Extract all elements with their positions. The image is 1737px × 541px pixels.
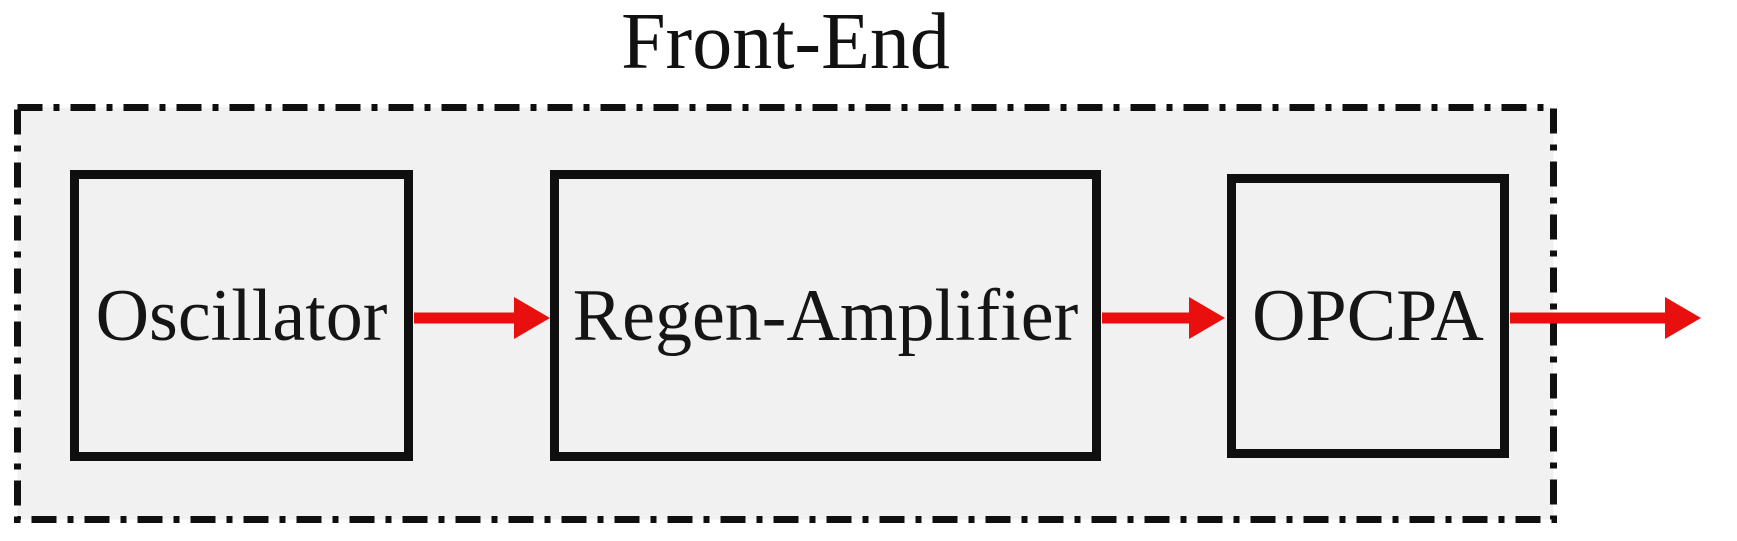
diagram-title: Front-End bbox=[621, 0, 950, 86]
block-regen-amplifier-label: Regen-Amplifier bbox=[572, 274, 1079, 357]
block-oscillator: Oscillator bbox=[70, 170, 413, 461]
block-regen-amplifier: Regen-Amplifier bbox=[550, 170, 1101, 461]
block-opcpa: OPCPA bbox=[1227, 174, 1509, 458]
block-oscillator-label: Oscillator bbox=[95, 274, 388, 357]
block-opcpa-label: OPCPA bbox=[1252, 275, 1484, 357]
arrow-head bbox=[1665, 297, 1701, 339]
